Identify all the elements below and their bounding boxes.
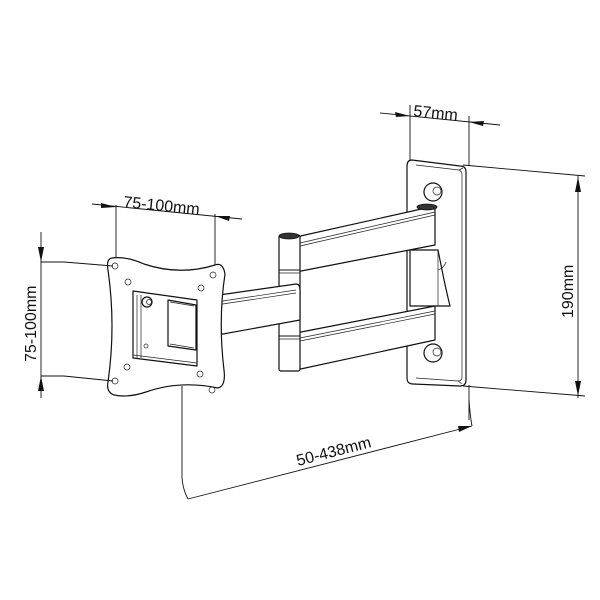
dimension-vesa-horizontal: 75-100mm (91, 194, 243, 265)
dimension-label-extension: 50-438mm (295, 434, 373, 470)
wall-plate-hole-top (423, 182, 443, 202)
wall-plate-hole-bottom (423, 343, 443, 363)
wall-plate (406, 159, 467, 387)
dimension-label-190mm: 190mm (560, 265, 577, 318)
dimension-vesa-vertical: 75-100mm (23, 232, 114, 398)
dimension-label-57mm: 57mm (413, 103, 459, 124)
dimension-label-vesa-horizontal: 75-100mm (123, 194, 201, 219)
dimension-wall-plate-width: 57mm (379, 103, 501, 166)
dimension-wall-plate-height: 190mm (462, 164, 586, 398)
dimension-extension: 50-438mm (181, 385, 473, 500)
single-arm (211, 283, 301, 337)
vesa-plate (106, 257, 226, 397)
dimension-label-vesa-vertical: 75-100mm (23, 286, 40, 362)
